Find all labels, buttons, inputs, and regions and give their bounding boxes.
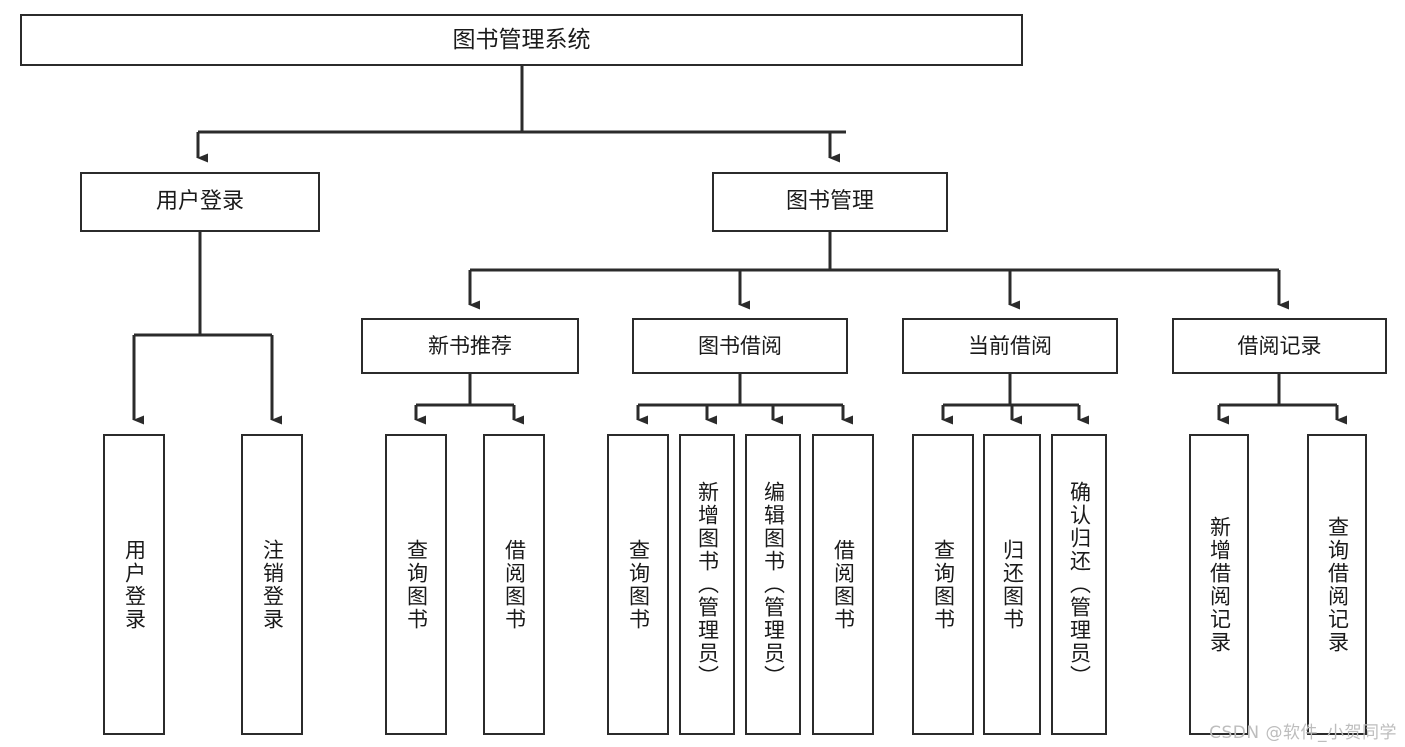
node-borrow-record-label: 借阅记录: [1237, 333, 1322, 358]
leaf-query-book-newbook-label: 查询图书: [404, 538, 429, 631]
leaf-query-book-current[interactable]: 查询图书: [912, 434, 974, 735]
node-book-borrow[interactable]: 图书借阅: [632, 318, 848, 374]
leaf-return-book-label: 归还图书: [1000, 538, 1025, 631]
leaf-add-borrow-record-label: 新增借阅记录: [1207, 515, 1232, 654]
leaf-borrow-book-newbook-label: 借阅图书: [502, 538, 527, 631]
leaf-lend-book[interactable]: 借阅图书: [812, 434, 874, 735]
leaf-return-book[interactable]: 归还图书: [983, 434, 1041, 735]
node-new-book-recommend-label: 新书推荐: [428, 333, 512, 358]
leaf-add-borrow-record[interactable]: 新增借阅记录: [1189, 434, 1249, 735]
leaf-user-logout[interactable]: 注销登录: [241, 434, 303, 735]
node-new-book-recommend[interactable]: 新书推荐: [361, 318, 579, 374]
node-borrow-record[interactable]: 借阅记录: [1172, 318, 1387, 374]
node-root[interactable]: 图书管理系统: [20, 14, 1023, 66]
leaf-user-login-label: 用户登录: [122, 538, 147, 631]
leaf-edit-book-admin-label: 编辑图书（管理员）: [761, 481, 786, 688]
node-book-management[interactable]: 图书管理: [712, 172, 948, 232]
node-root-label: 图书管理系统: [452, 26, 591, 53]
leaf-edit-book-admin[interactable]: 编辑图书（管理员）: [745, 434, 801, 735]
leaf-query-book-borrow-label: 查询图书: [626, 538, 651, 631]
node-book-management-label: 图书管理: [785, 189, 874, 215]
leaf-user-logout-label: 注销登录: [260, 538, 285, 631]
leaf-query-borrow-record[interactable]: 查询借阅记录: [1307, 434, 1367, 735]
node-current-borrow-label: 当前借阅: [968, 333, 1052, 358]
node-book-borrow-label: 图书借阅: [698, 333, 782, 358]
leaf-confirm-return-admin[interactable]: 确认归还（管理员）: [1051, 434, 1107, 735]
leaf-user-login[interactable]: 用户登录: [103, 434, 165, 735]
node-current-borrow[interactable]: 当前借阅: [902, 318, 1118, 374]
leaf-confirm-return-admin-label: 确认归还（管理员）: [1067, 481, 1092, 688]
node-user-login[interactable]: 用户登录: [80, 172, 320, 232]
leaf-add-book-admin-label: 新增图书（管理员）: [695, 481, 720, 688]
leaf-query-book-current-label: 查询图书: [931, 538, 956, 631]
leaf-borrow-book-newbook[interactable]: 借阅图书: [483, 434, 545, 735]
leaf-add-book-admin[interactable]: 新增图书（管理员）: [679, 434, 735, 735]
csdn-watermark: CSDN @软件_小贺同学: [1209, 723, 1397, 743]
node-user-login-label: 用户登录: [155, 189, 244, 215]
leaf-query-book-newbook[interactable]: 查询图书: [385, 434, 447, 735]
leaf-query-book-borrow[interactable]: 查询图书: [607, 434, 669, 735]
leaf-lend-book-label: 借阅图书: [831, 538, 856, 631]
leaf-query-borrow-record-label: 查询借阅记录: [1325, 515, 1350, 654]
